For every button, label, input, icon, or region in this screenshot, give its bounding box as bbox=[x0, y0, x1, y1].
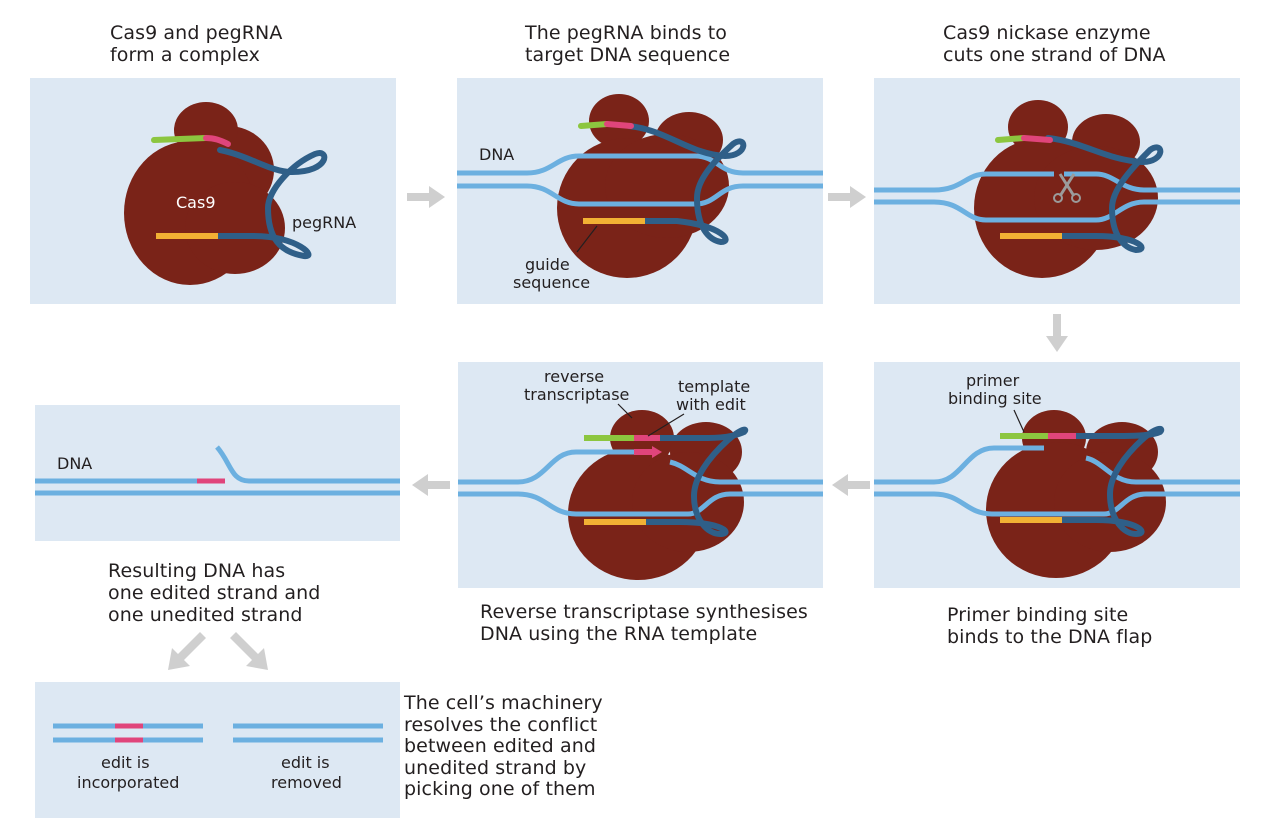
spacer-green bbox=[151, 135, 209, 143]
guide-label-1: guide bbox=[525, 255, 570, 274]
removed-label-2: removed bbox=[271, 773, 342, 792]
rt-label-2: transcriptase bbox=[524, 385, 629, 404]
caption-step1: Cas9 and pegRNA form a complex bbox=[110, 22, 283, 66]
cas9-label: Cas9 bbox=[176, 193, 216, 212]
arrow-left-1-icon bbox=[832, 474, 870, 496]
primer-label-2: binding site bbox=[948, 389, 1042, 408]
guide-pointer bbox=[576, 225, 598, 253]
template-pointer bbox=[647, 413, 685, 437]
dna-bottom-strand bbox=[458, 491, 823, 517]
caption-step3: Cas9 nickase enzyme cuts one strand of D… bbox=[943, 22, 1166, 66]
rt-pointer bbox=[617, 403, 633, 419]
synthesis-arrow-icon bbox=[652, 446, 662, 458]
pegrna-label: pegRNA bbox=[292, 213, 356, 232]
primer-pointer bbox=[1013, 409, 1025, 433]
pegrna-strand bbox=[1057, 425, 1165, 538]
arrow-split-left-icon bbox=[168, 632, 206, 670]
caption-step2: The pegRNA binds to target DNA sequence bbox=[525, 22, 731, 66]
arrow-right-2-icon bbox=[828, 186, 866, 208]
dna-top-strand bbox=[874, 171, 1054, 193]
caption-step6: Resulting DNA has one edited strand and … bbox=[108, 560, 321, 626]
dna-top-strand bbox=[458, 449, 634, 485]
cas9-protein bbox=[124, 102, 285, 285]
panel-step5: reverse transcriptase template with edit bbox=[458, 362, 823, 588]
arrow-right-1-icon bbox=[407, 186, 445, 208]
template-label-1: template bbox=[678, 377, 750, 396]
panel-step4: primer binding site bbox=[874, 362, 1240, 588]
scissors-icon bbox=[1053, 173, 1081, 203]
pegrna-strand bbox=[626, 123, 747, 246]
incorporated-label-2: incorporated bbox=[77, 773, 179, 792]
arrow-down-icon bbox=[1046, 314, 1068, 352]
dna-top-strand bbox=[457, 153, 823, 176]
dna-flap bbox=[215, 445, 400, 484]
dna-top-strand bbox=[874, 445, 1044, 485]
spacer-pink bbox=[604, 121, 634, 129]
removed-label-1: edit is bbox=[281, 753, 330, 772]
arrow-left-2-icon bbox=[412, 474, 450, 496]
arrow-split-right-icon bbox=[230, 632, 268, 670]
spacer-green bbox=[995, 135, 1027, 143]
dna-label: DNA bbox=[479, 145, 514, 164]
rt-label-1: reverse bbox=[544, 367, 604, 386]
guide-label-2: sequence bbox=[513, 273, 590, 292]
dna-bottom-strand bbox=[457, 183, 823, 207]
panel-step6: DNA bbox=[35, 405, 400, 541]
spacer-pink bbox=[203, 135, 231, 147]
panel-step3 bbox=[874, 78, 1240, 304]
caption-step5: Reverse transcriptase synthesises DNA us… bbox=[480, 601, 808, 645]
dna-bottom-strand bbox=[874, 491, 1240, 517]
caption-step4: Primer binding site binds to the DNA fla… bbox=[947, 604, 1153, 648]
panel-step1: Cas9 pegRNA bbox=[30, 78, 396, 304]
panel-step7: edit is incorporated edit is removed bbox=[35, 682, 400, 818]
cas9-protein bbox=[557, 94, 729, 278]
spacer-pink bbox=[1021, 135, 1053, 143]
pegrna-strand bbox=[213, 147, 328, 260]
panel-step2: DNA guide sequence bbox=[457, 78, 823, 304]
template-label-2: with edit bbox=[676, 395, 746, 414]
spacer-green bbox=[578, 121, 610, 129]
dna-top-strand-right bbox=[1085, 455, 1240, 485]
primer-label-1: primer bbox=[966, 371, 1020, 390]
dna-top-strand-right bbox=[669, 459, 823, 485]
pegrna-strand bbox=[641, 426, 749, 538]
dna-bottom-strand bbox=[874, 199, 1240, 223]
caption-step7: The cell’s machinery resolves the confli… bbox=[404, 692, 603, 800]
dna-result-label: DNA bbox=[57, 454, 92, 473]
pegrna-strand bbox=[1045, 135, 1164, 254]
incorporated-label-1: edit is bbox=[101, 753, 150, 772]
